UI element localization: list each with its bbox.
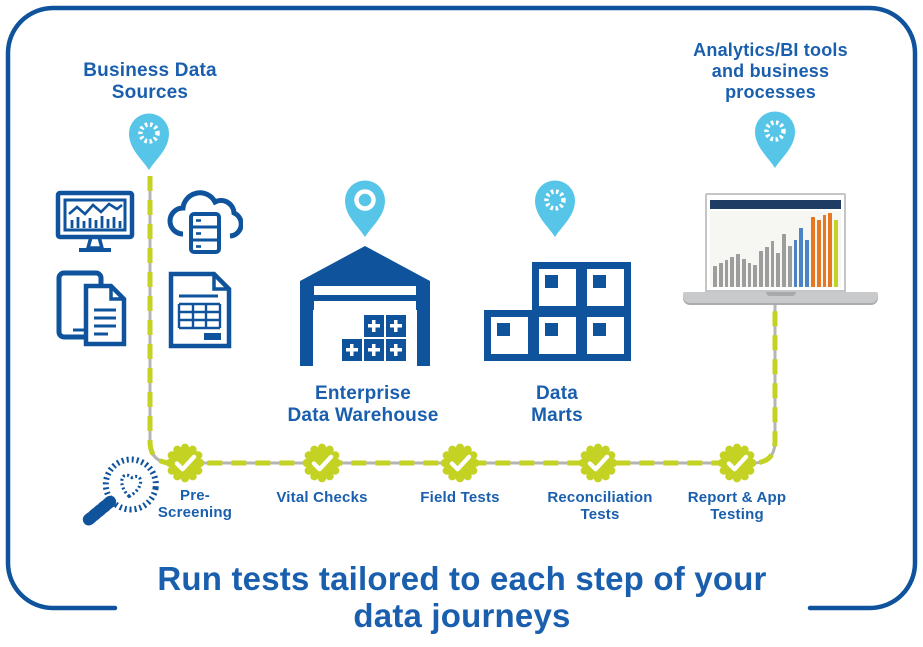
location-pin-icon — [535, 180, 575, 237]
cloud-database-icon — [165, 184, 243, 260]
checkpoint-label-reconciliation-tests: Reconciliation Tests — [547, 489, 653, 524]
chart-bar — [759, 250, 763, 287]
chart-bar — [730, 256, 735, 287]
chart-bar — [811, 217, 815, 287]
laptop-app-header-bar — [710, 200, 841, 209]
check-seal-badge — [716, 442, 758, 484]
check-seal-icon — [440, 443, 480, 483]
location-pin-icon — [129, 113, 169, 170]
analytics-bar-chart — [710, 211, 841, 287]
enterprise-data-warehouse-label: Enterprise Data Warehouse — [287, 383, 439, 427]
check-seal-icon — [578, 443, 618, 483]
chart-bar — [793, 239, 798, 287]
check-seal-icon — [302, 443, 342, 483]
check-seal-badge — [164, 442, 206, 484]
laptop-bar-chart-icon — [705, 193, 846, 292]
check-seal-badge — [301, 442, 343, 484]
checkpoint-label-report-app-testing: Report & App Testing — [687, 489, 787, 524]
location-pin-icon — [127, 112, 171, 172]
warehouse-building-icon — [300, 244, 430, 366]
chart-bar — [776, 252, 781, 287]
chart-bar — [741, 258, 746, 287]
chart-bar — [718, 262, 723, 287]
chart-bar — [713, 265, 717, 287]
check-seal-badge — [577, 442, 619, 484]
chart-bar — [822, 214, 827, 287]
chart-bar — [816, 220, 821, 287]
chart-bar — [782, 233, 786, 287]
spreadsheet-document-icon — [168, 271, 232, 349]
location-pin-icon — [755, 111, 795, 168]
checkpoint-label-field-tests: Field Tests — [420, 489, 500, 506]
chart-bar — [799, 227, 804, 287]
chart-bar — [805, 239, 810, 287]
location-pin-icon — [533, 179, 577, 239]
check-seal-badge — [439, 442, 481, 484]
chart-bar — [834, 220, 838, 287]
check-seal-icon — [165, 443, 205, 483]
laptop-base — [683, 292, 878, 303]
laptop-notch — [765, 292, 796, 296]
stacked-boxes-icon — [484, 262, 632, 366]
checkpoint-label-vital-checks: Vital Checks — [276, 489, 368, 506]
location-pin-icon — [345, 180, 385, 237]
page-title: Run tests tailored to each step of your … — [157, 560, 767, 634]
checkpoint-label-pre-screening: Pre- Screening — [157, 487, 233, 522]
chart-bar — [747, 262, 752, 287]
location-pin-icon — [753, 110, 797, 170]
chart-bar — [724, 259, 729, 287]
check-seal-icon — [717, 443, 757, 483]
analytics-bi-tools-label: Analytics/BI tools and business processe… — [693, 40, 848, 102]
magnifier-heart-icon — [72, 450, 172, 545]
chart-bar — [787, 245, 792, 287]
chart-bar — [736, 254, 740, 287]
desktop-analytics-monitor-icon — [55, 190, 135, 254]
location-pin-icon — [343, 179, 387, 239]
mobile-device-document-icon — [56, 270, 130, 348]
chart-bar — [770, 241, 775, 287]
chart-bar — [753, 264, 758, 287]
business-data-sources-label: Business Data Sources — [83, 60, 217, 104]
data-marts-label: Data Marts — [531, 383, 583, 427]
chart-bar — [764, 246, 769, 287]
chart-bar — [828, 212, 833, 287]
